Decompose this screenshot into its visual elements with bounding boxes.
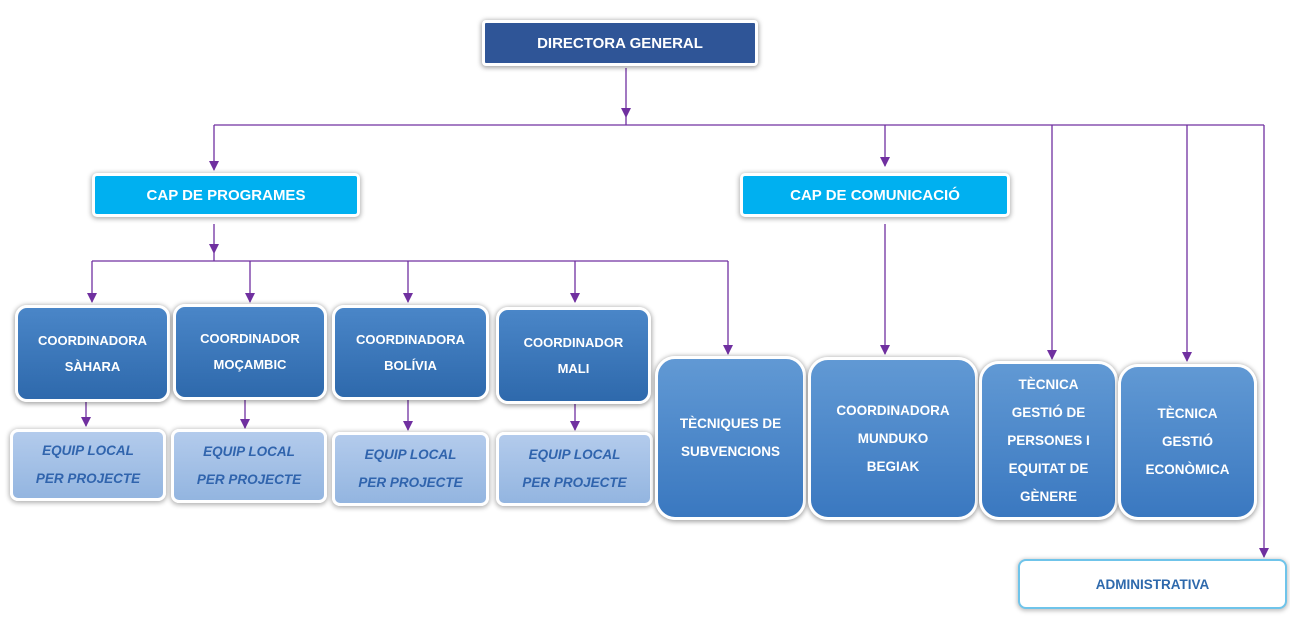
administrativa-box: ADMINISTRATIVA <box>1018 559 1287 609</box>
coordinator-box-bolivia: COORDINADORA BOLÍVIA <box>332 305 489 400</box>
equip-local-label: EQUIP LOCAL PER PROJECTE <box>358 447 463 490</box>
equip-local-box-mocambic: EQUIP LOCAL PER PROJECTE <box>171 429 327 503</box>
coordinator-label: COORDINADOR MOÇAMBIC <box>200 331 300 372</box>
coordinator-label: COORDINADORA SÀHARA <box>37 332 148 374</box>
staff-label: TÈCNICA GESTIÓ ECONÒMICA <box>1145 406 1230 477</box>
coordinator-box-mocambic: COORDINADOR MOÇAMBIC <box>173 304 327 400</box>
cap-programes-label: CAP DE PROGRAMES <box>146 186 306 204</box>
cap-programes-box: CAP DE PROGRAMES <box>92 173 360 217</box>
coordinator-label: COORDINADORA BOLÍVIA <box>355 331 466 373</box>
staff-box-gestio-economica: TÈCNICA GESTIÓ ECONÒMICA <box>1118 364 1257 520</box>
administrativa-label: ADMINISTRATIVA <box>1095 576 1210 592</box>
staff-box-subvencions: TÈCNIQUES DE SUBVENCIONS <box>655 356 806 520</box>
equip-local-label: EQUIP LOCAL PER PROJECTE <box>35 443 141 486</box>
equip-local-box-mali: EQUIP LOCAL PER PROJECTE <box>496 432 653 506</box>
cap-comunicacio-label: CAP DE COMUNICACIÓ <box>790 186 960 204</box>
equip-local-box-sahara: EQUIP LOCAL PER PROJECTE <box>10 429 166 501</box>
cap-comunicacio-box: CAP DE COMUNICACIÓ <box>740 173 1010 217</box>
equip-local-box-bolivia: EQUIP LOCAL PER PROJECTE <box>332 432 489 506</box>
equip-local-label: EQUIP LOCAL PER PROJECTE <box>196 444 302 487</box>
director-box: DIRECTORA GENERAL <box>482 20 758 66</box>
director-label: DIRECTORA GENERAL <box>537 34 703 52</box>
equip-local-label: EQUIP LOCAL PER PROJECTE <box>522 447 627 490</box>
coordinator-box-mali: COORDINADOR MALI <box>496 307 651 404</box>
staff-label: TÈCNIQUES DE SUBVENCIONS <box>679 416 782 459</box>
staff-box-gestio-persones: TÈCNICA GESTIÓ DE PERSONES I EQUITAT DE … <box>979 361 1118 520</box>
staff-label: COORDINADORA MUNDUKO BEGIAK <box>836 402 950 474</box>
coordinator-label: COORDINADOR MALI <box>523 334 624 376</box>
staff-label: TÈCNICA GESTIÓ DE PERSONES I EQUITAT DE … <box>1007 376 1090 504</box>
staff-box-munduko-begiak: COORDINADORA MUNDUKO BEGIAK <box>808 357 978 520</box>
coordinator-box-sahara: COORDINADORA SÀHARA <box>15 305 170 402</box>
